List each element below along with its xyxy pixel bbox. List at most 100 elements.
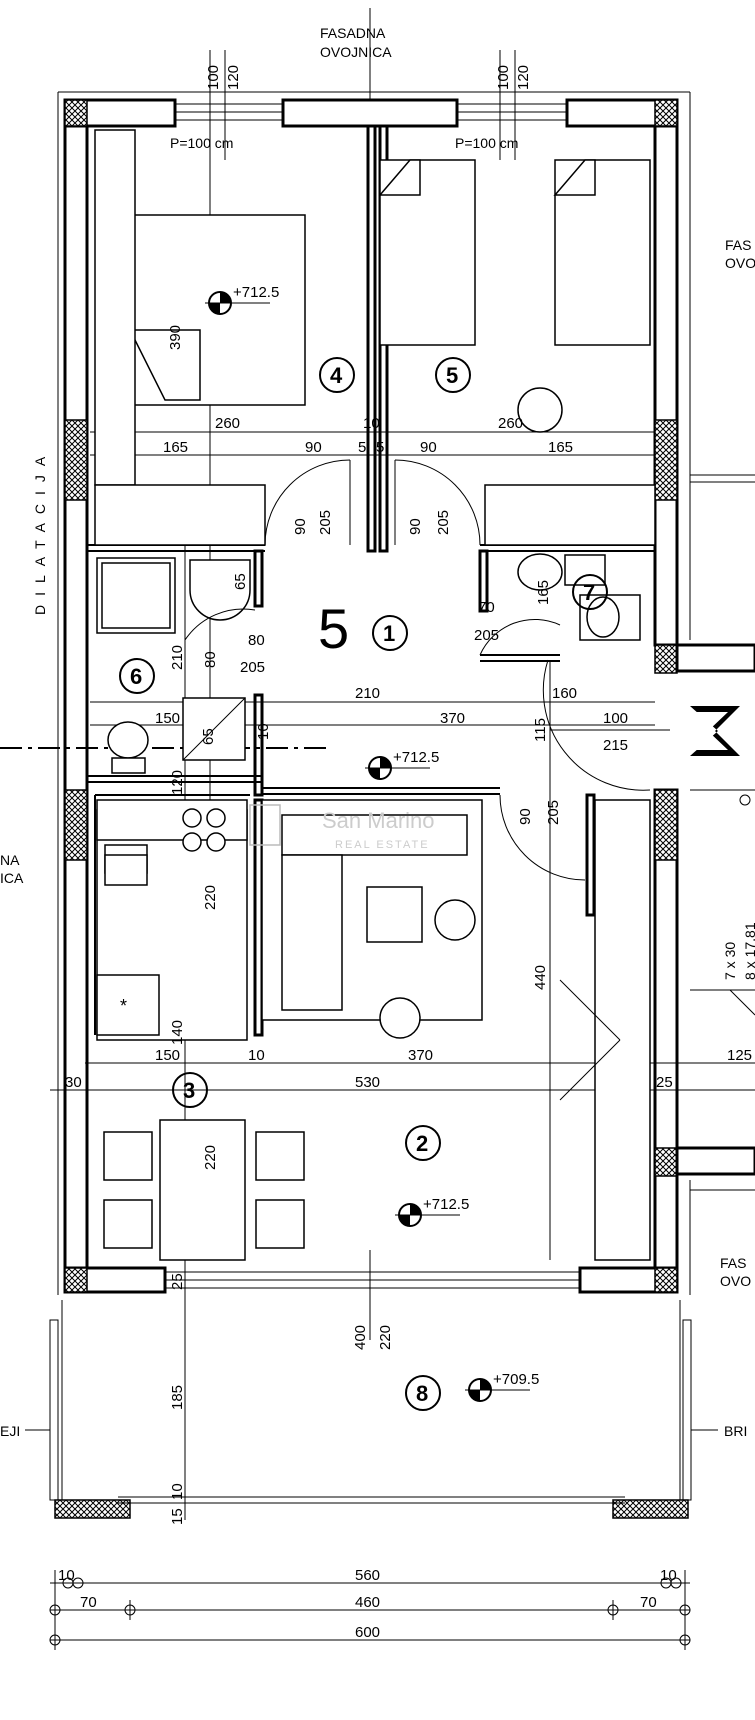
dim-b70a: 70: [80, 1594, 97, 1611]
dim-260a: 260: [215, 415, 240, 432]
stairs-label-b: 8 x 17.81: [742, 922, 755, 980]
bottom-dimensions: [49, 1570, 691, 1650]
dim-win-l2: 120: [225, 65, 242, 90]
dim-530: 530: [355, 1074, 380, 1091]
parapet-left: P=100 cm: [170, 135, 233, 151]
level-living: +712.5: [423, 1196, 469, 1213]
apartment-number: 5: [318, 597, 349, 660]
level-hall: +712.5: [393, 749, 439, 766]
label-left-bottom: EJI: [0, 1423, 20, 1439]
room-number-8: 8: [416, 1381, 428, 1406]
room-number-1: 1: [383, 621, 395, 646]
dim-220c: 220: [377, 1325, 394, 1350]
dim-205-6: 205: [240, 659, 265, 676]
dim-90b: 90: [420, 439, 437, 456]
dim-165b: 165: [548, 439, 573, 456]
label-fasadna-right-bottom-2: OVO: [720, 1273, 751, 1289]
dim-80: 80: [248, 632, 265, 649]
dim-140: 140: [169, 1020, 186, 1045]
dim-door4-w: 90: [292, 518, 309, 535]
label-right-bottom: BRI: [724, 1423, 747, 1439]
watermark-sub: REAL ESTATE: [335, 839, 430, 851]
dim-370b: 370: [408, 1047, 433, 1064]
dim-125: 125: [727, 1047, 752, 1064]
dim-b460: 460: [355, 1594, 380, 1611]
label-fasadna-top-2: OVOJNICA: [320, 44, 392, 60]
dim-165a: 165: [163, 439, 188, 456]
room-number-4: 4: [330, 363, 343, 388]
dim-100: 100: [603, 710, 628, 727]
dim-b70b: 70: [640, 1594, 657, 1611]
dim-25: 25: [656, 1074, 673, 1091]
room-number-7: 7: [583, 580, 595, 605]
dim-185: 185: [169, 1385, 186, 1410]
dim-90a: 90: [305, 439, 322, 456]
level-markers: [205, 291, 530, 1402]
dim-390: 390: [167, 325, 184, 350]
dim-door4-h: 205: [317, 510, 334, 535]
room-markers: [119, 357, 608, 1411]
dim-115: 115: [532, 718, 549, 742]
dim-80v: 80: [202, 651, 219, 668]
stairs-label-a: 7 x 30: [722, 942, 738, 980]
dim-b10b: 10: [660, 1567, 677, 1584]
room-number-3: 3: [183, 1078, 195, 1103]
dim-70: 70: [478, 599, 495, 616]
dim-210: 210: [355, 685, 380, 702]
dim-90c: 90: [517, 808, 534, 825]
room-number-5: 5: [446, 363, 458, 388]
dim-210v: 210: [169, 645, 186, 670]
dim-10c: 10: [248, 1047, 265, 1064]
label-dilatacija: DILATACIJA: [32, 448, 48, 615]
dim-205-liv: 205: [545, 800, 562, 825]
dim-220b: 220: [202, 1145, 219, 1170]
dim-150a: 150: [155, 710, 180, 727]
dim-5a: 5: [358, 439, 366, 456]
dim-25b: 25: [169, 1273, 186, 1290]
dim-win-l1: 100: [205, 65, 222, 90]
dim-5b: 5: [376, 439, 384, 456]
label-fasadna-left-1: NA: [0, 852, 20, 868]
dim-15: 15: [169, 1508, 186, 1525]
dim-10a: 10: [363, 415, 380, 432]
dim-b600: 600: [355, 1624, 380, 1641]
dim-win-r2: 120: [515, 65, 532, 90]
label-fasadna-left-2: ICA: [0, 870, 24, 886]
dim-door5-h: 205: [435, 510, 452, 535]
label-fasadna-right-top-1: FAS: [725, 237, 751, 253]
dim-215: 215: [603, 737, 628, 754]
dim-150b: 150: [155, 1047, 180, 1064]
doors: [184, 459, 651, 881]
dim-160: 160: [552, 685, 577, 702]
level-room4: +712.5: [233, 284, 279, 301]
svg-text:*: *: [120, 996, 127, 1016]
dim-b10a: 10: [58, 1567, 75, 1584]
dim-220a: 220: [202, 885, 219, 910]
dim-400: 400: [352, 1325, 369, 1350]
parapet-right: P=100 cm: [455, 135, 518, 151]
facade-envelope: [57, 91, 691, 1295]
dim-10d: 10: [169, 1483, 186, 1500]
dim-370a: 370: [440, 710, 465, 727]
level-balcony: +709.5: [493, 1371, 539, 1388]
dim-30: 30: [65, 1074, 82, 1091]
room-number-6: 6: [130, 664, 142, 689]
dim-205-7: 205: [474, 627, 499, 644]
dim-b560: 560: [355, 1567, 380, 1584]
dim-65b: 65: [200, 728, 217, 745]
balcony: [25, 1250, 718, 1519]
dim-10b: 10: [255, 723, 272, 740]
dim-260b: 260: [498, 415, 523, 432]
label-fasadna-right-top-2: OVO: [725, 255, 755, 271]
stairs: [690, 474, 755, 1191]
watermark: San Marino: [322, 808, 435, 833]
dim-win-r1: 100: [495, 65, 512, 90]
room-number-2: 2: [416, 1131, 428, 1156]
section-arrow-icon: [690, 706, 740, 756]
dim-65: 65: [232, 573, 249, 590]
dim-120: 120: [169, 770, 186, 795]
label-fasadna-right-bottom-1: FAS: [720, 1255, 746, 1271]
label-fasadna-top-1: FASADNA: [320, 25, 386, 41]
dim-door5-w: 90: [407, 518, 424, 535]
